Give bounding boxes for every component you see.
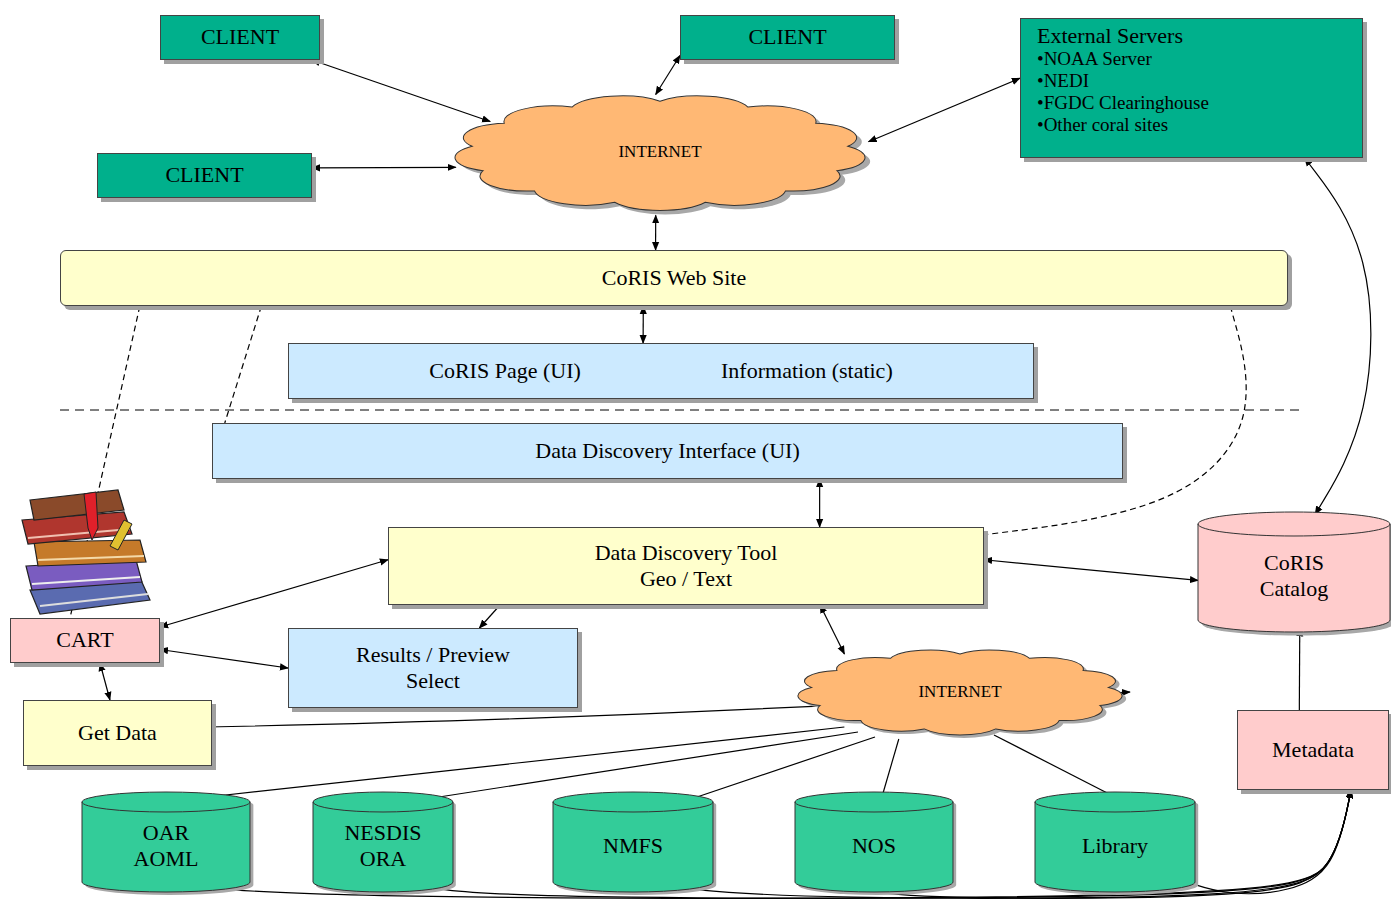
node-label: INTERNET (918, 682, 1001, 702)
node-detail: •FGDC Clearinghouse (1037, 92, 1209, 114)
cylinder-rim (795, 802, 953, 812)
node-label: Get Data (78, 720, 157, 746)
node-detail: •NOAA Server (1037, 48, 1152, 70)
cylinder-body (1198, 512, 1390, 632)
connector-arrow (882, 739, 899, 797)
connector-arrow (208, 727, 844, 797)
node-label: Library (1082, 833, 1148, 859)
node-label: NESDIS ORA (333, 820, 433, 873)
connector-arrow (1305, 158, 1371, 514)
node-label: CLIENT (201, 24, 279, 50)
internet-cloud: INTERNET (790, 642, 1130, 742)
node-label: CLIENT (748, 24, 826, 50)
connector-arrow (869, 78, 1020, 142)
node-detail: •Other coral sites (1037, 114, 1168, 136)
node-label: CoRIS Catalog (1244, 550, 1344, 603)
connector-arrow (160, 650, 288, 669)
connector-arrow (984, 560, 1198, 581)
get-data-box: Get Data (23, 700, 212, 766)
cylinder-body (82, 792, 250, 892)
metadata-box: Metadata (1237, 710, 1389, 790)
website-bar: CoRIS Web Site (60, 250, 1288, 306)
node-label: Metadata (1272, 737, 1354, 763)
ui-box: Data Discovery Interface (UI) (212, 423, 1123, 479)
client-box: CLIENT (97, 153, 312, 198)
external-servers-box: External Servers•NOAA Server•NEDI•FGDC C… (1020, 18, 1363, 158)
connector-arrow (681, 790, 1351, 898)
dashed-link (225, 306, 262, 423)
cylinder-rim (1035, 802, 1195, 812)
client-box: CLIENT (680, 15, 895, 60)
connector-arrow (642, 306, 643, 343)
connector-arrow (994, 735, 1115, 797)
results-box: Results / Preview Select (288, 628, 578, 708)
connector-arrow (656, 56, 680, 95)
dashed-link (984, 306, 1246, 535)
client-box: CLIENT (160, 15, 320, 60)
database-cylinder: OAR AOML (82, 792, 250, 892)
node-label: NMFS (603, 833, 663, 859)
connector-arrow (479, 605, 500, 628)
cylinder-body (553, 792, 713, 892)
node-label: Data Discovery Tool Geo / Text (584, 540, 789, 593)
connector-arrow (655, 215, 656, 250)
node-detail: Information (static) (721, 358, 893, 384)
cloud-body (798, 650, 1122, 735)
database-cylinder: NMFS (553, 792, 713, 892)
cylinder-rim (553, 802, 713, 812)
node-label: INTERNET (618, 142, 701, 162)
node-label: NOS (852, 833, 896, 859)
cylinder-rim (313, 802, 453, 812)
node-label: OAR AOML (126, 820, 206, 873)
connector-arrow (819, 479, 820, 527)
ui-box: CoRIS Page (UI) Information (static) (288, 343, 1034, 399)
cylinder-rim (82, 802, 250, 812)
node-label: CLIENT (165, 162, 243, 188)
node-label: CART (56, 627, 113, 653)
connector-arrow (312, 60, 490, 121)
node-detail: •NEDI (1037, 70, 1089, 92)
connector-arrow (697, 737, 875, 797)
connector-arrow (100, 663, 110, 700)
node-label: Data Discovery Interface (UI) (535, 438, 799, 464)
layer-divider (60, 410, 1302, 411)
connector-arrow (208, 790, 1351, 898)
node-label: External Servers (1037, 23, 1183, 48)
connector-arrow (160, 560, 388, 627)
database-cylinder: Library (1035, 792, 1195, 892)
node-label: CoRIS Web Site (602, 265, 747, 291)
tool-box: Data Discovery Tool Geo / Text (388, 527, 984, 605)
books-icon (22, 490, 150, 614)
connector-arrow (1187, 790, 1351, 894)
cart-box: CART (10, 618, 160, 663)
database-cylinder: NOS (795, 792, 953, 892)
cylinder-rim (1198, 524, 1390, 536)
cylinder-body (313, 792, 453, 892)
catalog-cylinder: CoRIS Catalog (1198, 512, 1390, 632)
connector-arrow (432, 790, 1351, 898)
cloud-body (455, 96, 865, 211)
internet-cloud: INTERNET (445, 85, 875, 220)
database-cylinder: NESDIS ORA (313, 792, 453, 892)
connector-arrow (312, 167, 456, 169)
cylinder-body (795, 792, 953, 892)
node-label: Results / Preview Select (346, 642, 521, 695)
cylinder-body (1035, 792, 1195, 892)
connector-arrow (1299, 628, 1301, 710)
connector-arrow (820, 605, 844, 654)
node-label: CoRIS Page (UI) (429, 358, 581, 384)
